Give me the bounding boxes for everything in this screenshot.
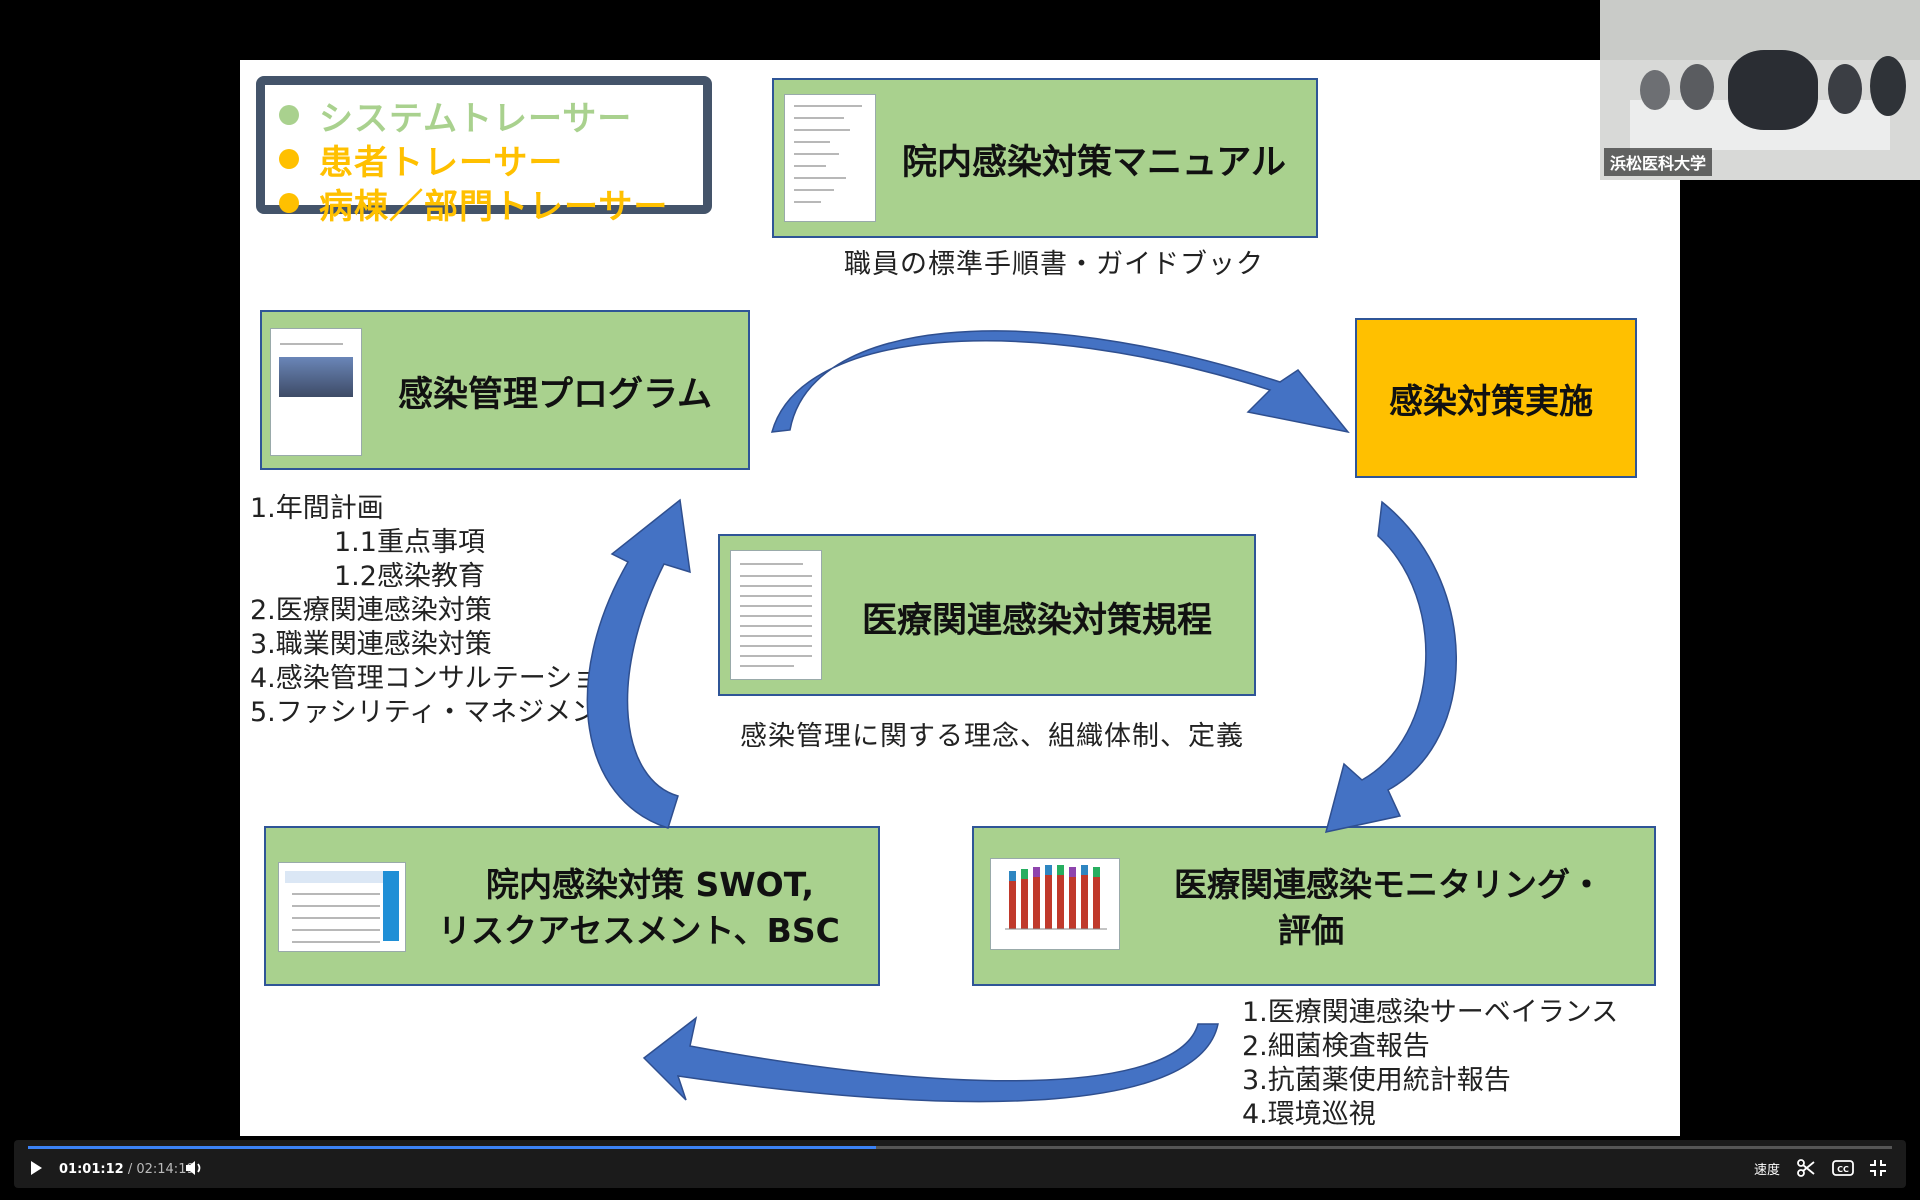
swot-title-line2: リスクアセスメント、BSC <box>438 911 840 950</box>
bullet-icon <box>279 149 299 169</box>
list-item: 2.細菌検査報告 <box>1242 1031 1430 1062</box>
webcam-video: 浜松医科大学 <box>1600 0 1920 180</box>
list-item: 1.1重点事項 <box>334 527 485 558</box>
duration: 02:14:19 <box>136 1162 195 1177</box>
legend-item-system: システムトレーサー <box>279 93 703 139</box>
manual-caption: 職員の標準手順書・ガイドブック <box>844 249 1264 280</box>
video-player-controls: 01:01:12 / 02:14:19 速度 CC <box>14 1140 1906 1188</box>
closed-captions-icon: CC <box>1832 1160 1854 1176</box>
exit-fullscreen-icon <box>1870 1160 1886 1176</box>
arrow-top <box>770 330 1350 434</box>
swot-title-line1: 院内感染対策 SWOT, <box>486 865 815 904</box>
tracer-legend: システムトレーサー 患者トレーサー 病棟／部門トレーサー <box>256 76 712 227</box>
monitoring-list: 1.医療関連感染サーベイランス 2.細菌検査報告 3.抗菌薬使用統計報告 4.環… <box>1242 996 1618 1132</box>
document-thumbnail <box>730 550 822 680</box>
bullet-icon <box>279 105 299 125</box>
monitoring-box: 医療関連感染モニタリング・ 評価 <box>972 826 1656 986</box>
legend-item-patient: 患者トレーサー <box>279 137 703 183</box>
list-item: 1.医療関連感染サーベイランス <box>1242 997 1619 1028</box>
list-item: 5.ファシリティ・マネジメント <box>250 697 626 728</box>
program-box: 感染管理プログラム <box>260 310 750 470</box>
table-thumbnail <box>278 862 406 952</box>
clip-button[interactable] <box>1794 1156 1818 1180</box>
chart-thumbnail <box>990 858 1120 950</box>
list-item: 1.2感染教育 <box>334 561 485 592</box>
program-title: 感染管理プログラム <box>398 375 712 415</box>
program-list: 1.年間計画 1.1重点事項 1.2感染教育 2.医療関連感染対策 3.職業関連… <box>250 492 626 730</box>
swot-box: 院内感染対策 SWOT, リスクアセスメント、BSC <box>264 826 880 986</box>
presentation-slide: システムトレーサー 患者トレーサー 病棟／部門トレーサー 院内感染対策マニュアル… <box>240 60 1680 1136</box>
regulations-caption: 感染管理に関する理念、組織体制、定義 <box>740 721 1244 752</box>
monitoring-title-line1: 医療関連感染モニタリング・ <box>1174 865 1603 904</box>
time-separator: / <box>127 1162 133 1177</box>
document-thumbnail <box>270 328 362 456</box>
document-thumbnail <box>784 94 876 222</box>
progress-bar[interactable] <box>28 1146 1892 1149</box>
list-item: 2.医療関連感染対策 <box>250 595 492 626</box>
legend-item-ward: 病棟／部門トレーサー <box>279 181 703 227</box>
arrow-right <box>1324 500 1457 833</box>
stacked-bar-chart-icon <box>1005 865 1107 930</box>
arrow-bottom <box>642 1016 1219 1103</box>
volume-icon <box>186 1161 201 1175</box>
list-item: 3.職業関連感染対策 <box>250 629 492 660</box>
exit-fullscreen-button[interactable] <box>1866 1156 1890 1180</box>
legend-label: システムトレーサー <box>319 98 633 139</box>
regulations-title: 医療関連感染対策規程 <box>862 601 1213 641</box>
speed-button[interactable]: 速度 <box>1754 1162 1781 1178</box>
list-item: 1.年間計画 <box>250 493 384 524</box>
manual-box: 院内感染対策マニュアル <box>772 78 1318 238</box>
captions-button[interactable]: CC <box>1830 1156 1856 1180</box>
cycle-arrows <box>586 330 1457 1103</box>
regulations-box: 医療関連感染対策規程 <box>718 534 1256 696</box>
legend-label: 病棟／部門トレーサー <box>319 186 669 227</box>
arrow-left <box>586 498 691 829</box>
progress-fill <box>28 1146 877 1149</box>
time-display: 01:01:12 / 02:14:19 <box>59 1162 195 1177</box>
bullet-icon <box>279 193 299 213</box>
monitoring-title-line2: 評価 <box>1278 911 1344 950</box>
manual-title: 院内感染対策マニュアル <box>902 143 1286 183</box>
list-item: 4.環境巡視 <box>1242 1099 1376 1130</box>
play-icon <box>31 1161 42 1175</box>
scissors-icon <box>1797 1159 1815 1177</box>
implementation-title: 感染対策実施 <box>1389 382 1593 422</box>
webcam-label: 浜松医科大学 <box>1604 148 1713 176</box>
svg-text:CC: CC <box>1837 1165 1849 1174</box>
volume-button[interactable] <box>182 1156 206 1180</box>
current-time: 01:01:12 <box>59 1162 124 1177</box>
list-item: 4.感染管理コンサルテーション <box>250 663 627 694</box>
implementation-box: 感染対策実施 <box>1355 318 1637 478</box>
play-button[interactable] <box>24 1156 48 1180</box>
legend-label: 患者トレーサー <box>319 142 564 183</box>
list-item: 3.抗菌薬使用統計報告 <box>1242 1065 1511 1096</box>
